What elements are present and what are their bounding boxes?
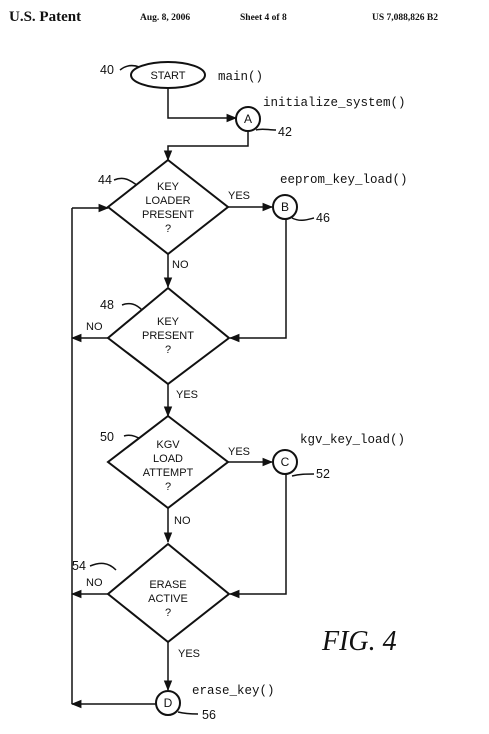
ref-48: 48 <box>100 298 114 312</box>
code-kgv-key-load: kgv_key_load() <box>300 433 405 447</box>
connector-a <box>235 106 261 132</box>
d44-yes-label: YES <box>228 190 250 202</box>
decision-key-present <box>106 286 231 386</box>
code-initialize-system: initialize_system() <box>263 96 406 110</box>
d44-line-3: PRESENT <box>142 209 194 221</box>
d48-line-2: PRESENT <box>142 330 194 342</box>
leader-44 <box>113 177 139 187</box>
ref-40: 40 <box>100 63 114 77</box>
edge-c-to-d54 <box>228 470 287 599</box>
leader-52 <box>291 473 315 477</box>
d44-line-2: LOADER <box>145 195 190 207</box>
d54-line-1: ERASE <box>149 579 186 591</box>
decision-kgv-load-attempt <box>106 414 230 510</box>
d54-line-3: ? <box>165 607 171 619</box>
d50-line-1: KGV <box>156 439 180 451</box>
d54-yes-label: YES <box>178 648 200 660</box>
code-erase-key: erase_key() <box>192 684 275 698</box>
ref-44: 44 <box>98 173 112 187</box>
connector-d-label: D <box>164 696 173 710</box>
code-main: main() <box>218 70 263 84</box>
connector-c <box>272 449 298 475</box>
start-label: START <box>150 70 185 82</box>
leader-42 <box>255 128 277 131</box>
connector-d <box>155 690 181 716</box>
ref-46: 46 <box>316 211 330 225</box>
start-terminal <box>130 61 206 89</box>
d44-line-4: ? <box>165 223 171 235</box>
d48-no-label: NO <box>86 321 103 333</box>
patent-header-title: U.S. Patent <box>9 9 82 25</box>
d48-line-3: ? <box>165 344 171 356</box>
connector-c-label: C <box>281 455 290 469</box>
edge-start-to-a <box>167 87 238 123</box>
edge-a-to-d44 <box>163 131 249 162</box>
d54-line-2: ACTIVE <box>148 593 188 605</box>
d44-no-label: NO <box>172 259 189 271</box>
leader-54 <box>89 562 117 571</box>
edge-b-to-d48 <box>228 213 287 343</box>
d54-no-label: NO <box>86 577 103 589</box>
connector-b-label: B <box>281 200 289 214</box>
ref-50: 50 <box>100 430 114 444</box>
connector-a-label: A <box>244 112 252 126</box>
figure-label: FIG. 4 <box>321 626 397 657</box>
d48-yes-label: YES <box>176 389 198 401</box>
code-eeprom-key-load: eeprom_key_load() <box>280 173 408 187</box>
d50-line-2: LOAD <box>153 453 183 465</box>
leader-56 <box>177 711 199 715</box>
ref-54: 54 <box>72 559 86 573</box>
d48-line-1: KEY <box>157 316 180 328</box>
d50-yes-label: YES <box>228 446 250 458</box>
d50-no-label: NO <box>174 515 191 527</box>
d44-line-1: KEY <box>157 181 180 193</box>
connector-b <box>272 194 298 220</box>
leader-48 <box>121 302 143 311</box>
ref-42: 42 <box>278 125 292 139</box>
decision-erase-active <box>106 542 231 644</box>
ref-56: 56 <box>202 708 216 722</box>
patent-header-date: Aug. 8, 2006 <box>140 13 191 23</box>
leader-46 <box>291 217 315 222</box>
patent-header-sheet: Sheet 4 of 8 <box>240 13 287 23</box>
d50-line-3: ATTEMPT <box>143 467 194 479</box>
patent-header-number: US 7,088,826 B2 <box>372 13 438 23</box>
d50-line-4: ? <box>165 481 171 493</box>
decision-key-loader-present <box>106 158 230 256</box>
ref-52: 52 <box>316 467 330 481</box>
